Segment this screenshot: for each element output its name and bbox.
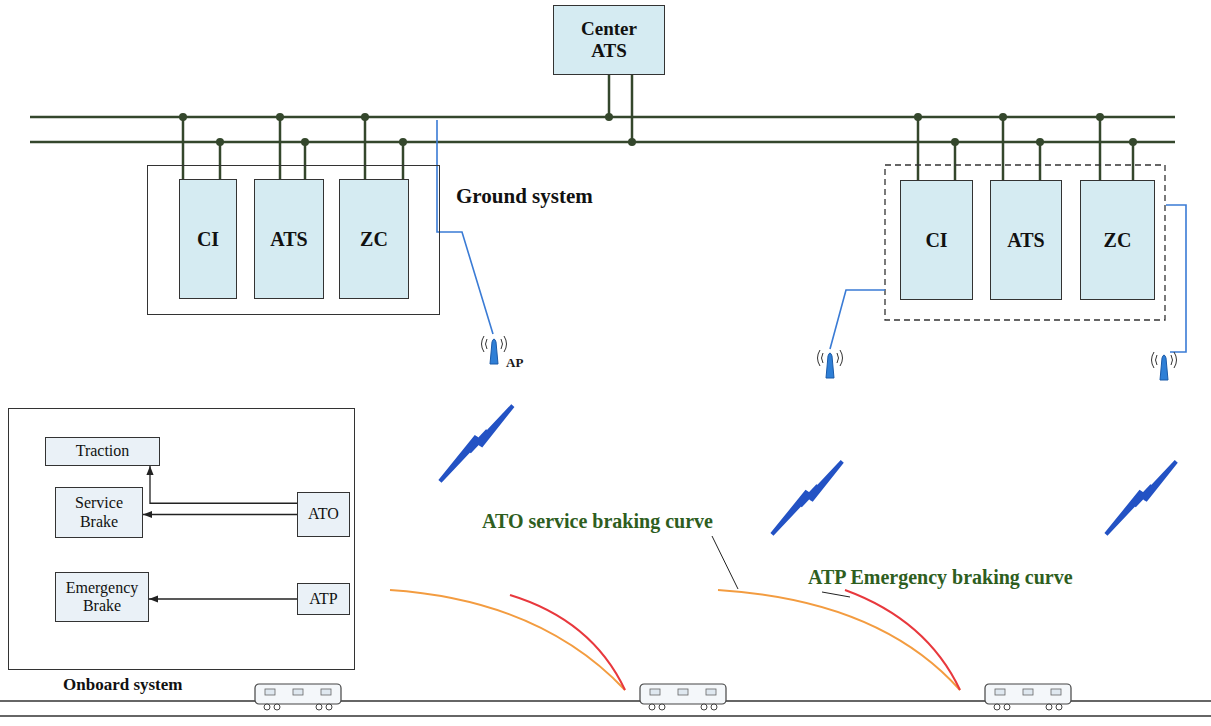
train: [640, 684, 726, 710]
group-heading: Ground system: [456, 184, 593, 208]
box-label: ATS: [1007, 229, 1044, 252]
server-box: ATS: [990, 180, 1062, 300]
dashed-group: [885, 165, 1165, 320]
group-heading: Onboard system: [63, 675, 182, 695]
function-box: ATO: [297, 492, 350, 537]
signal-arrow: [143, 514, 297, 515]
radio-link: [437, 120, 1186, 352]
wireless-bolt: [1106, 461, 1176, 534]
train: [255, 684, 341, 710]
ground-group: Ground systemCIATSZC: [147, 165, 440, 315]
server-box: Center ATS: [553, 5, 665, 75]
server-box: ZC: [1080, 180, 1155, 300]
function-box: Service Brake: [55, 487, 143, 538]
box-label: CI: [925, 229, 947, 252]
onboard-group: Onboard systemTractionService BrakeATOEm…: [8, 408, 355, 670]
box-label: ZC: [1104, 229, 1132, 252]
box-label: CI: [197, 228, 219, 251]
access-point: [1152, 352, 1177, 380]
train: [985, 684, 1071, 710]
box-label: ATP: [309, 590, 337, 608]
wireless-bolt: [440, 406, 513, 482]
ap-label: AP: [506, 355, 523, 371]
box-label: Center ATS: [573, 18, 645, 62]
signal-arrow: [150, 466, 297, 503]
box-label: ATS: [270, 228, 307, 251]
bus-junction: [179, 113, 1137, 146]
server-box: ATS: [254, 179, 324, 299]
function-box: Emergency Brake: [55, 572, 149, 622]
function-box: ATP: [297, 583, 350, 615]
curve-label: ATO service braking curve: [482, 510, 713, 533]
wireless-bolt: [772, 461, 842, 534]
curve-label: ATP Emergency braking curve: [808, 566, 1073, 589]
box-label: Service Brake: [62, 494, 136, 531]
box-label: Emergency Brake: [62, 579, 142, 616]
braking-curve: [390, 590, 960, 690]
server-box: ZC: [339, 179, 409, 299]
access-point: [818, 350, 843, 378]
signal-arrow: [149, 598, 297, 599]
function-box: Traction: [45, 437, 160, 466]
box-label: ZC: [360, 228, 388, 251]
server-box: CI: [900, 180, 973, 300]
box-label: ATO: [308, 505, 339, 523]
access-point: [482, 336, 507, 364]
server-box: CI: [179, 179, 237, 299]
box-label: Traction: [76, 442, 130, 460]
